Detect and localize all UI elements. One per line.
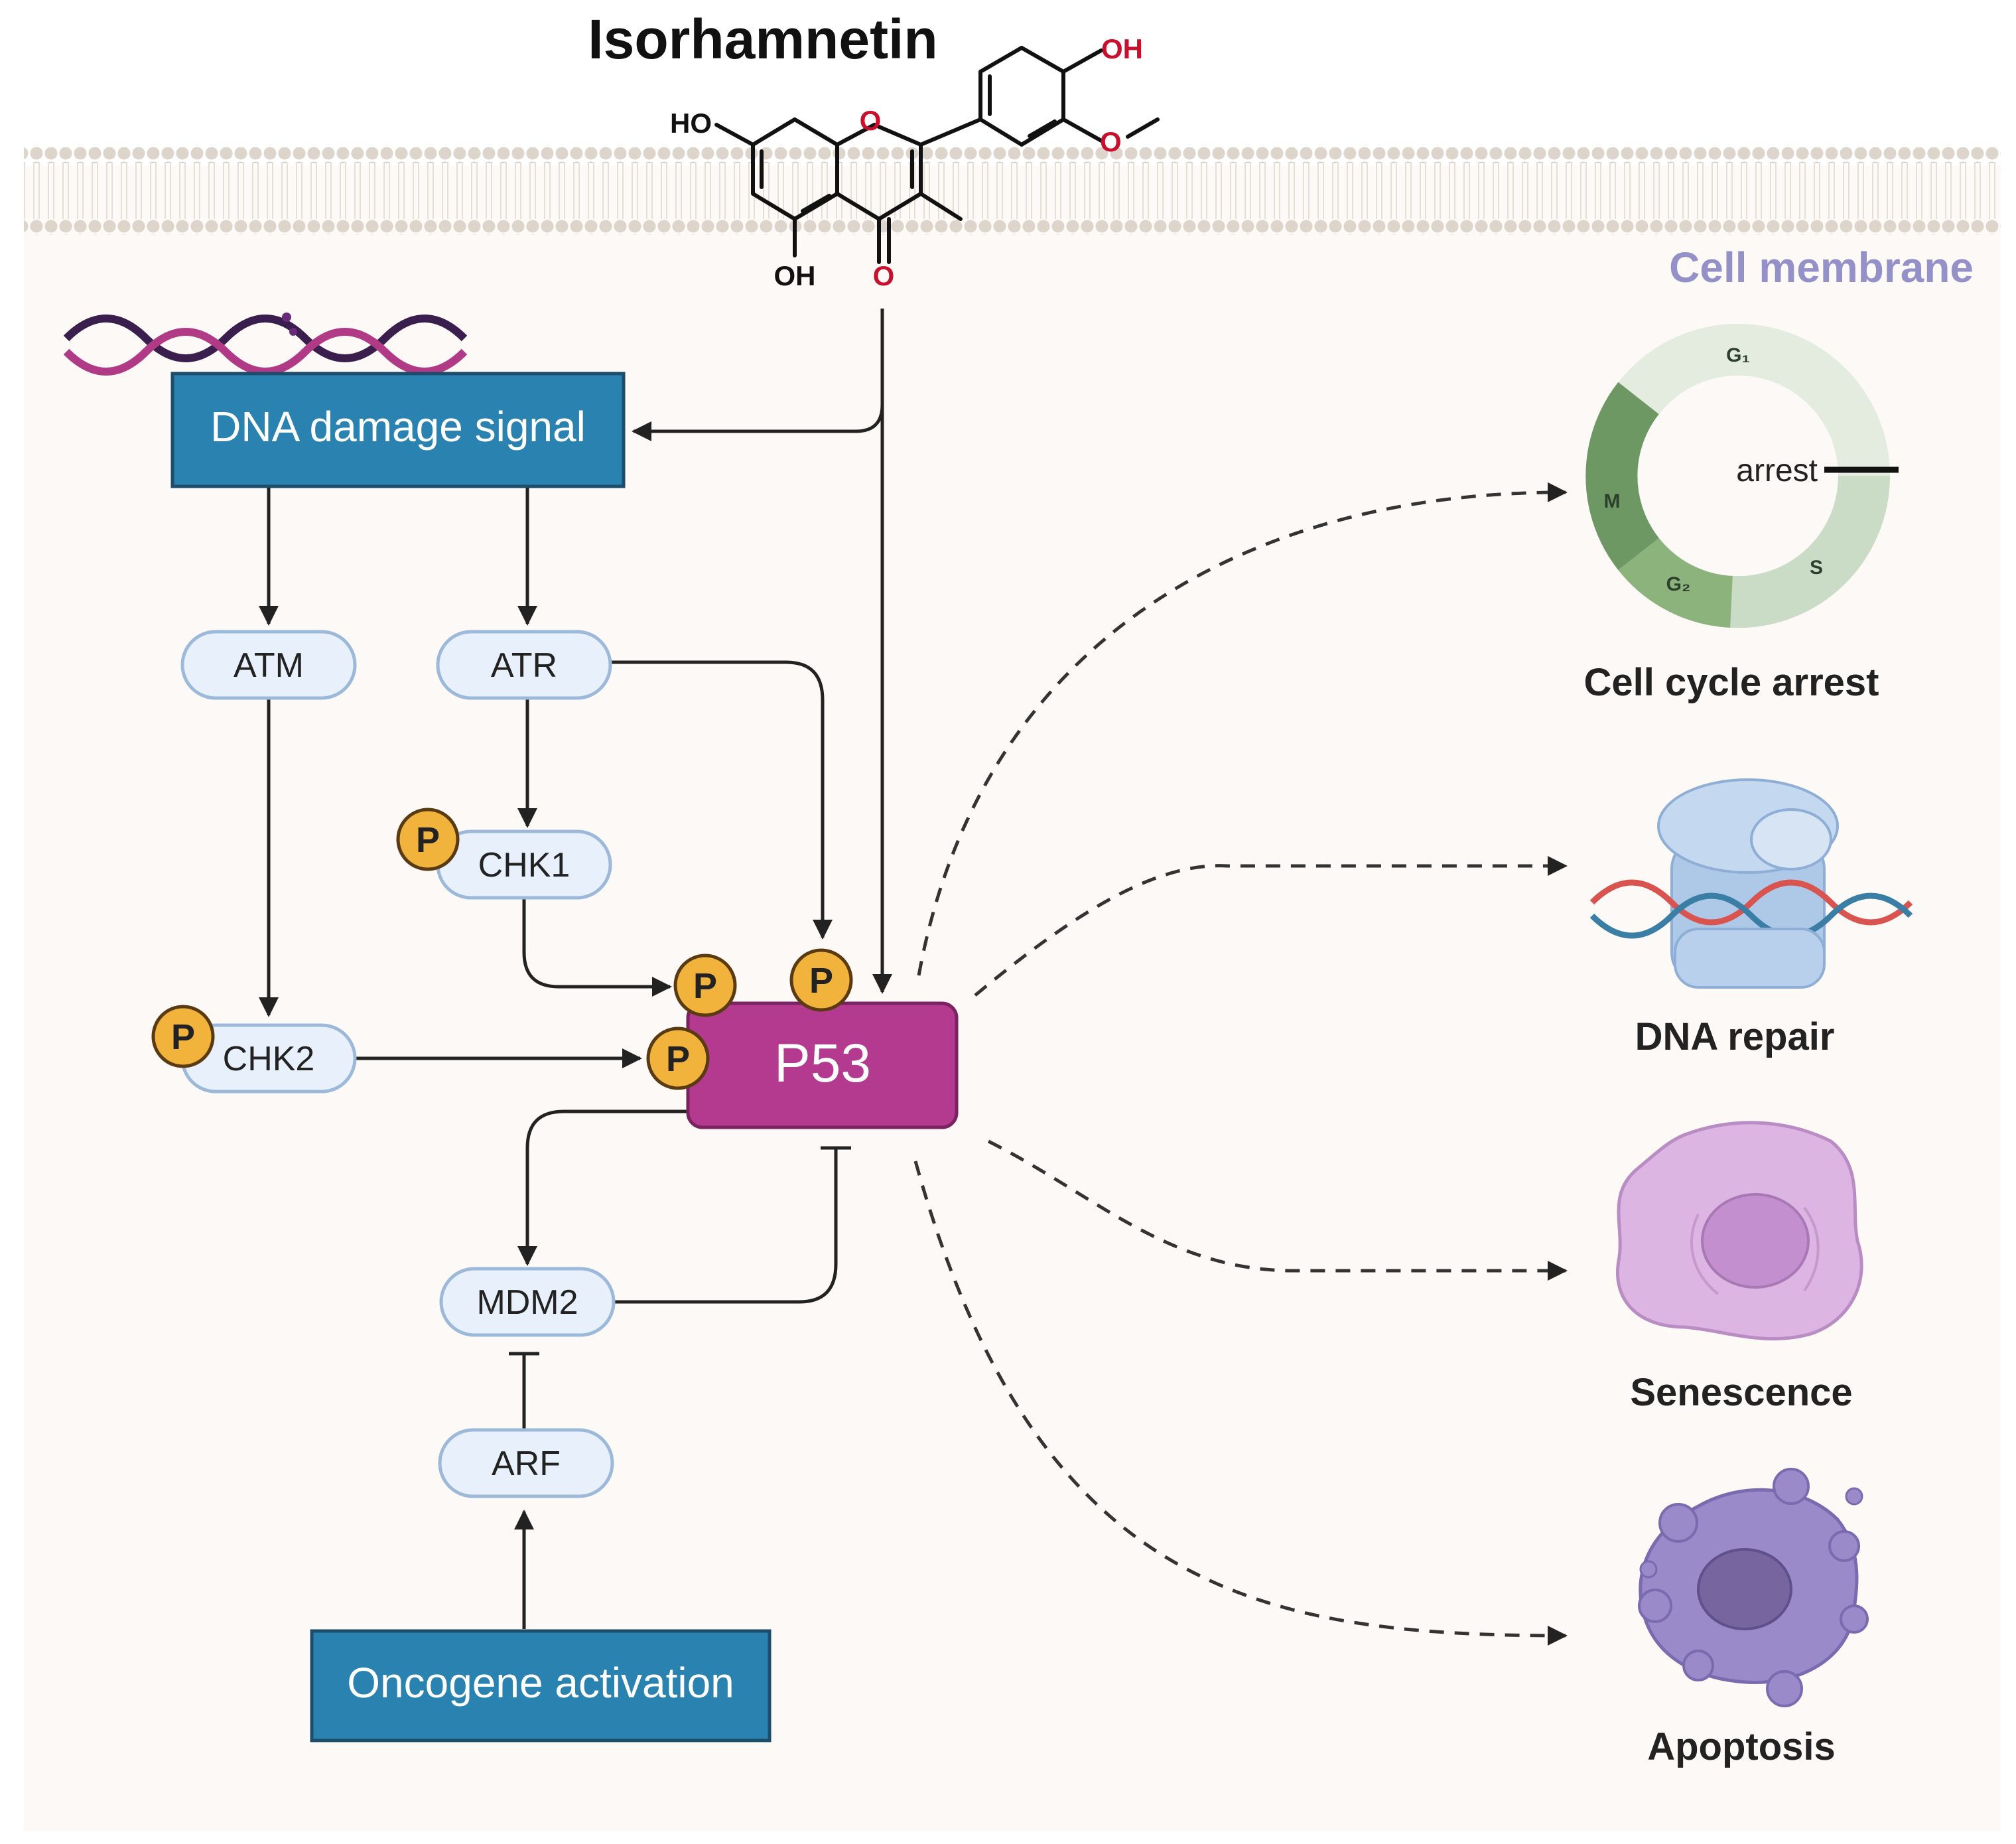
outcome-senescence-label: Senescence [1630, 1371, 1852, 1414]
phospho-label: P [416, 820, 440, 860]
pathway-connectors [259, 309, 892, 1629]
isorhamnetin-structure-icon [714, 46, 1160, 264]
p53-label: P53 [774, 1033, 871, 1094]
atm-label: ATM [234, 646, 304, 685]
phospho-label: P [693, 966, 717, 1006]
cell-membrane [24, 147, 2001, 235]
phospho-badge-p53-side: P [646, 1027, 710, 1090]
atom-label-o-carbonyl: O [873, 260, 895, 291]
atom-label-o-methoxy: O [1100, 126, 1122, 157]
chk2-node: CHK2 [180, 1023, 357, 1094]
mdm2-label: MDM2 [476, 1283, 578, 1322]
dna-repair-complex-icon [1589, 778, 1913, 989]
atr-node: ATR [436, 630, 612, 700]
atom-label-ho-a: HO [670, 107, 712, 139]
apoptotic-cell-icon [1638, 1468, 1869, 1707]
phase-g2-label: G₂ [1666, 573, 1691, 595]
atr-label: ATR [491, 646, 557, 685]
oncogene-activation-label: Oncogene activation [347, 1659, 734, 1707]
senescent-cell-icon [1616, 1121, 1863, 1341]
atom-label-oh-b: OH [1101, 33, 1143, 64]
dna-damage-signal-box [170, 372, 626, 488]
atom-label-o-ring: O [860, 105, 882, 136]
atom-label-oh-a: OH [774, 260, 816, 291]
membrane-label: Cell membrane [1669, 244, 1974, 291]
dna-damage-signal-label: DNA damage signal [210, 403, 586, 451]
cell-cycle-wheel-icon [1585, 324, 1899, 628]
outcome-cell-cycle-arrest-label: Cell cycle arrest [1584, 661, 1879, 704]
phospho-label: P [171, 1017, 195, 1057]
phospho-label: P [666, 1039, 690, 1079]
oncogene-activation-box [310, 1629, 772, 1742]
arrest-label: arrest [1736, 453, 1818, 488]
phase-s-label: S [1810, 557, 1823, 579]
arf-node: ARF [438, 1428, 614, 1498]
outcome-apoptosis-label: Apoptosis [1647, 1725, 1836, 1768]
mdm2-node: MDM2 [439, 1267, 616, 1337]
arf-label: ARF [492, 1445, 561, 1483]
compound-title: Isorhamnetin [588, 8, 937, 70]
phospho-badge-p53-left: P [673, 954, 737, 1017]
phospho-label: P [809, 961, 833, 1001]
chk2-label: CHK2 [223, 1040, 315, 1078]
chk1-label: CHK1 [478, 846, 571, 885]
phospho-badge-chk2: P [151, 1005, 215, 1068]
atm-node: ATM [180, 630, 357, 700]
phase-m-label: M [1604, 490, 1621, 512]
chk1-node: CHK1 [436, 829, 612, 900]
phospho-badge-p53-top: P [789, 948, 853, 1012]
outcome-connectors [913, 482, 1568, 1646]
outcome-dna-repair-label: DNA repair [1635, 1015, 1835, 1058]
phospho-badge-chk1: P [396, 808, 460, 871]
phase-g1-label: G₁ [1726, 344, 1750, 366]
